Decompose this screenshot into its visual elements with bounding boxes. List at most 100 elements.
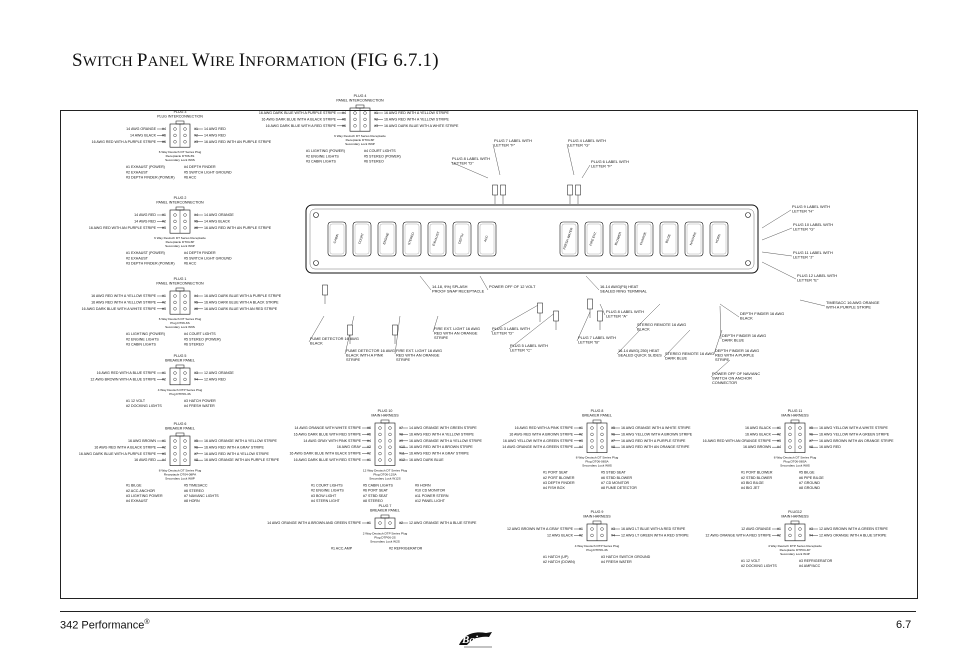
plug-connector-icon bbox=[347, 324, 353, 344]
pin-function: #4 EXHAUST bbox=[126, 499, 149, 503]
rocker-switch[interactable]: CHARGE bbox=[634, 221, 654, 257]
connector-title: PLUG 5 bbox=[174, 354, 187, 358]
rocker-switch[interactable]: BILGE bbox=[659, 221, 679, 257]
connector-spec: 6 Way Deutsch DT Series Receptacle bbox=[154, 236, 206, 240]
callout-text: FUME DETECTOR 16 AWG bbox=[346, 348, 395, 353]
wire-label: 16 AWG ORANGE WITH AN PURPLE STRIPE bbox=[204, 458, 280, 462]
footer-rule bbox=[60, 611, 916, 612]
pin-function: #6 STBD BLOWER bbox=[601, 476, 633, 480]
pin bbox=[183, 133, 187, 137]
connector-spec: Receptacle DT04-08PA bbox=[164, 473, 197, 477]
wire-label: 16 AWG YELLOW WITH A GREEN STRIPE bbox=[503, 439, 574, 443]
callout-text: LETTER "A" bbox=[606, 314, 628, 319]
switch-label: COURT bbox=[357, 233, 365, 245]
switch-label: DEPTH bbox=[457, 232, 465, 244]
pin bbox=[378, 439, 382, 443]
wire-label: 14 AWG ORANGE WITH A BROWN AND GREEN STR… bbox=[267, 521, 362, 525]
callout-text: LETTER "D" bbox=[452, 161, 474, 166]
switch-label: BLOWER bbox=[614, 231, 623, 246]
pin bbox=[590, 445, 594, 449]
pin bbox=[173, 300, 177, 304]
wire-label: 12 AWG RED bbox=[204, 377, 226, 381]
wire-label: 14 AWG ORANGE bbox=[204, 213, 234, 217]
pin-function: #2 DOCKING LIGHTS bbox=[741, 564, 777, 568]
wire-label: 16 AWG RED bbox=[134, 458, 156, 462]
pin bbox=[590, 432, 594, 436]
pin-function: #10 CD MONITOR bbox=[415, 489, 445, 493]
pin bbox=[378, 426, 382, 430]
pin-function: #6 ACC bbox=[184, 176, 197, 180]
rocker-switch[interactable]: CABIN bbox=[327, 221, 347, 257]
wire-label: 16 AWG RED WITH A PINK STRIPE bbox=[515, 426, 574, 430]
connector-title: PLUG12 bbox=[788, 510, 802, 514]
wire-label: 16 AWG RED WITH A YELLOW STRIPE bbox=[409, 432, 475, 436]
connector-subtitle: PANEL INTERCONNECTION bbox=[156, 201, 204, 205]
pin-function: #2 ENGINE LIGHTS bbox=[306, 154, 339, 158]
connector-title: PLUG 10 bbox=[378, 409, 393, 413]
connector-latch bbox=[175, 206, 185, 211]
connector-subtitle: MAIN HARNESS bbox=[781, 515, 809, 519]
pin bbox=[173, 458, 177, 462]
pin-function: #3 BOW LIGHT bbox=[311, 494, 337, 498]
rocker-switch[interactable]: DEPTH bbox=[452, 221, 472, 257]
pin-function: #6 STEREO bbox=[184, 343, 204, 347]
rocker-switch[interactable]: EXHAUST bbox=[427, 221, 447, 257]
pin bbox=[363, 111, 367, 115]
connector-spec: Secondary Lock W8S bbox=[582, 464, 612, 468]
pin-function: #1 LIGHTING (POWER) bbox=[126, 332, 165, 336]
pin bbox=[173, 371, 177, 375]
callout-text: DEPTH FINDER 16 AWG bbox=[722, 333, 766, 338]
wire-label: 16 AWG DARK BLUE WITH A BLACK STRIPE bbox=[261, 117, 336, 121]
pin bbox=[173, 127, 177, 131]
rocker-switch[interactable]: NAV/ANC bbox=[684, 221, 704, 257]
wire-label: 16 AWG DARK BLUE WITH A BLACK STRIPE bbox=[204, 300, 279, 304]
wire-label: 16 AWG RED WITH A YELLOW STRIPE bbox=[204, 452, 270, 456]
callout-text: 16-14 AWG(.250) HEAT bbox=[618, 348, 660, 353]
switch-label: HORN bbox=[715, 233, 722, 244]
pin-function: #4 COURT LIGHTS bbox=[364, 149, 396, 153]
rocker-switch[interactable]: ENGINE bbox=[377, 221, 397, 257]
wire-label: 16 AWG BLACK bbox=[745, 432, 772, 436]
rocker-switch[interactable]: BLOWER bbox=[609, 221, 629, 257]
switch-label: BILGE bbox=[665, 234, 672, 244]
pin-function: #8 STEREO bbox=[363, 499, 383, 503]
connector-spec: Plug DTP06-2S bbox=[374, 535, 396, 539]
callout-text: PLUG 6 LABEL WITH bbox=[591, 159, 629, 164]
callout-text: PLUG 12 LABEL WITH bbox=[797, 273, 837, 278]
rocker-switch[interactable]: FIRE EXT. bbox=[584, 221, 604, 257]
connector-latch bbox=[175, 287, 185, 292]
pin-function: #5 STEREO (POWER) bbox=[364, 154, 401, 158]
callout-text: LETTER "E" bbox=[797, 278, 819, 283]
rocker-switch[interactable]: ACC bbox=[477, 221, 497, 257]
pin bbox=[173, 140, 177, 144]
rocker-switch[interactable]: STEREO bbox=[402, 221, 422, 257]
callout-text: LETTER "C" bbox=[510, 348, 532, 353]
pin-function: #6 PORT SEAT bbox=[363, 489, 389, 493]
pin-function: #5 STBD SEAT bbox=[601, 471, 627, 475]
callout-text: LETTER "J" bbox=[793, 255, 814, 260]
pin bbox=[798, 527, 802, 531]
rocker-switch[interactable]: COURT bbox=[352, 221, 372, 257]
pin bbox=[378, 432, 382, 436]
pin bbox=[378, 458, 382, 462]
connector-spec: 6 Way Deutsch DT Series Plug bbox=[159, 150, 202, 154]
rocker-switch[interactable]: HORN bbox=[709, 221, 729, 257]
rocker-switch[interactable]: FRESH WATER bbox=[559, 221, 579, 257]
pin bbox=[600, 533, 604, 537]
switch-label: CHARGE bbox=[639, 232, 647, 246]
pin-function: #1 EXHAUST (POWER) bbox=[126, 251, 165, 255]
pin-function: #3 HATCH POWER bbox=[184, 399, 216, 403]
pin-function: #8 GROUND bbox=[799, 486, 820, 490]
pin bbox=[388, 426, 392, 430]
wire-label: 16 AWG DARK BLUE WITH A RED STRIPE bbox=[266, 124, 337, 128]
pin-function: #2 ENGINE LIGHTS bbox=[311, 489, 344, 493]
connector-spec: Secondary Lock W12S bbox=[369, 476, 400, 480]
pin-function: #3 BIG BILGE bbox=[741, 481, 764, 485]
callout-text: STRIPE bbox=[346, 357, 360, 362]
connector-spec: Receptacle DT04-6P bbox=[346, 138, 375, 142]
